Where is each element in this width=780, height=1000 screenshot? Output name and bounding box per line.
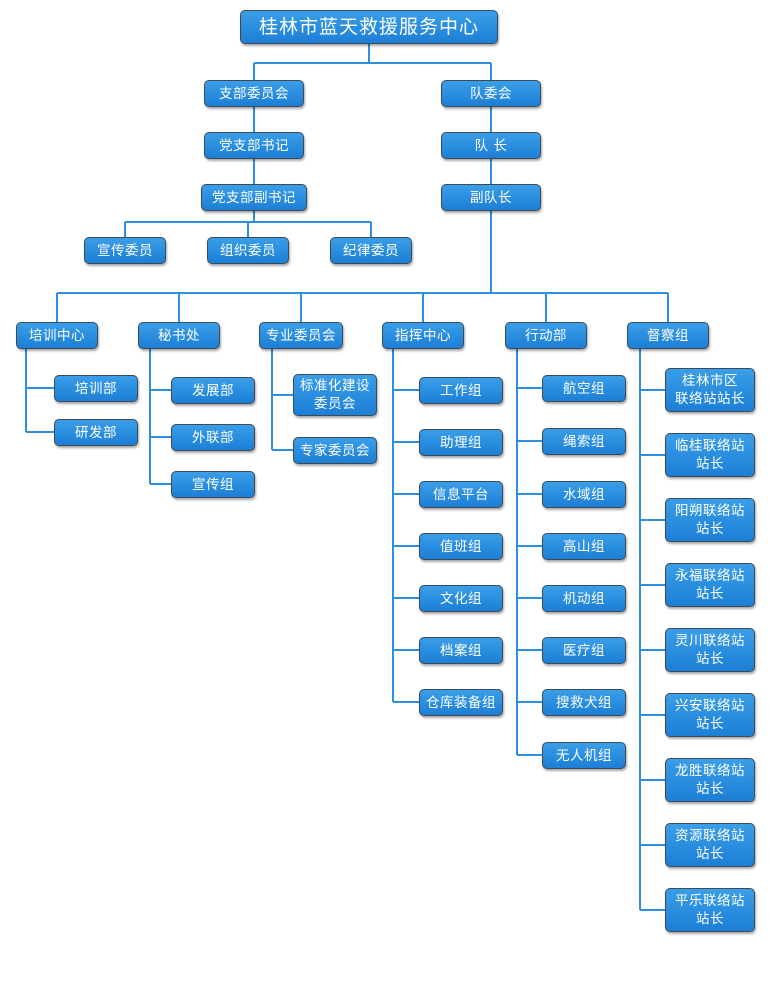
- party-member-box: 纪律委员: [330, 237, 412, 264]
- sub-unit-box: 值班组: [419, 533, 503, 560]
- sub-unit-box: 培训部: [54, 375, 138, 402]
- sub-unit-box: 航空组: [542, 375, 626, 402]
- party-member-box: 宣传委员: [84, 237, 166, 264]
- party-secretary-box: 党支部书记: [204, 132, 304, 159]
- sub-unit-box: 医疗组: [542, 637, 626, 664]
- sub-unit-box: 专家委员会: [293, 437, 377, 464]
- liaison-station-box: 资源联络站 站长: [665, 823, 755, 867]
- team-committee-box: 队委会: [441, 80, 541, 107]
- sub-unit-box: 高山组: [542, 533, 626, 560]
- party-deputy-secretary-box: 党支部副书记: [201, 184, 307, 211]
- department-box: 秘书处: [138, 322, 220, 349]
- sub-unit-box: 仓库装备组: [419, 689, 503, 716]
- department-box: 督察组: [627, 322, 709, 349]
- sub-unit-box: 研发部: [54, 419, 138, 446]
- sub-unit-box: 搜救犬组: [542, 689, 626, 716]
- sub-unit-box: 工作组: [419, 377, 503, 404]
- sub-unit-box: 信息平台: [419, 481, 503, 508]
- liaison-station-box: 阳朔联络站 站长: [665, 498, 755, 542]
- liaison-station-box: 临桂联络站 站长: [665, 433, 755, 477]
- party-committee-box: 支部委员会: [204, 80, 304, 107]
- sub-unit-box: 无人机组: [542, 742, 626, 769]
- department-box: 专业委员会: [259, 322, 343, 349]
- sub-unit-box: 发展部: [171, 377, 255, 404]
- liaison-station-box: 灵川联络站 站长: [665, 628, 755, 672]
- sub-unit-box: 文化组: [419, 585, 503, 612]
- department-box: 培训中心: [16, 322, 98, 349]
- sub-unit-box: 水域组: [542, 481, 626, 508]
- liaison-station-box: 兴安联络站 站长: [665, 693, 755, 737]
- party-member-box: 组织委员: [207, 237, 289, 264]
- sub-unit-box: 宣传组: [171, 471, 255, 498]
- sub-unit-box: 外联部: [171, 424, 255, 451]
- liaison-station-box: 龙胜联络站 站长: [665, 758, 755, 802]
- department-box: 指挥中心: [382, 322, 464, 349]
- sub-unit-box: 标准化建设 委员会: [293, 374, 377, 416]
- sub-unit-box: 机动组: [542, 585, 626, 612]
- team-vice-captain-box: 副队长: [441, 184, 541, 211]
- sub-unit-box: 绳索组: [542, 428, 626, 455]
- sub-unit-box: 档案组: [419, 637, 503, 664]
- team-captain-box: 队 长: [441, 132, 541, 159]
- org-root-title: 桂林市蓝天救援服务中心: [240, 10, 498, 44]
- liaison-station-box: 平乐联络站 站长: [665, 888, 755, 932]
- sub-unit-box: 助理组: [419, 429, 503, 456]
- liaison-station-box: 永福联络站 站长: [665, 563, 755, 607]
- department-box: 行动部: [505, 322, 587, 349]
- liaison-station-box: 桂林市区 联络站站长: [665, 368, 755, 412]
